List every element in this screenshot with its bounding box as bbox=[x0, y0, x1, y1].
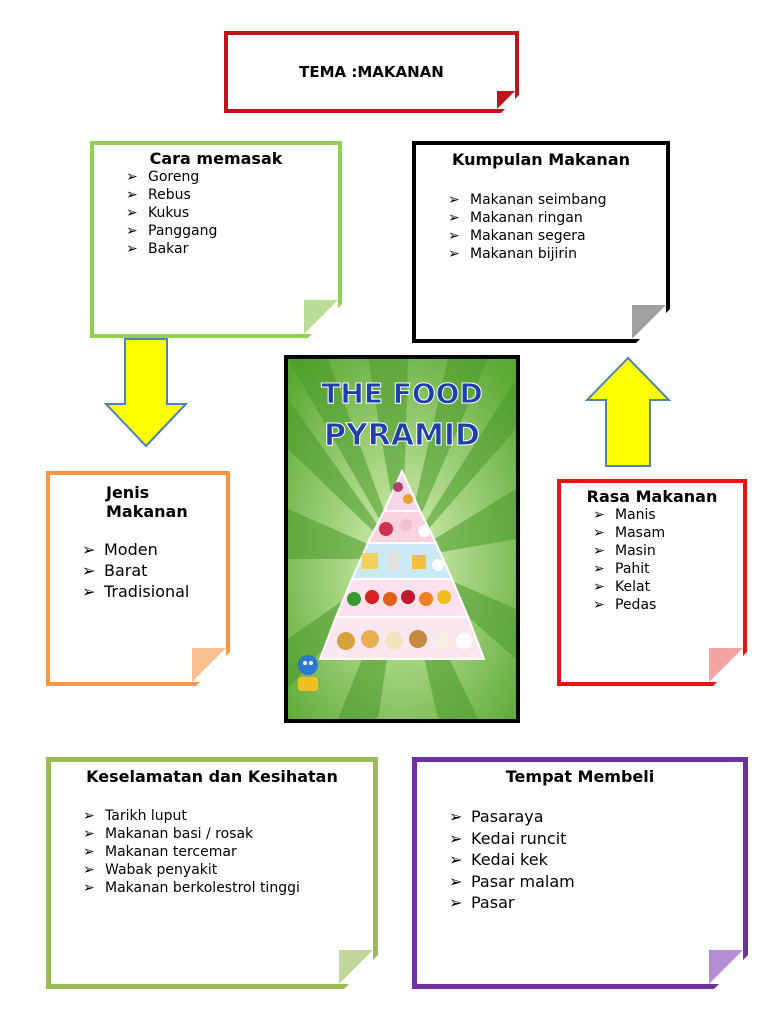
food-groups-card: Kumpulan Makanan Makanan seimbang Makana… bbox=[412, 141, 670, 343]
list-item: Pasaraya bbox=[449, 806, 743, 828]
list-item: Manis bbox=[593, 506, 743, 524]
safety-health-title: Keselamatan dan Kesihatan bbox=[86, 767, 338, 786]
food-taste-list: Manis Masam Masin Pahit Kelat Pedas bbox=[593, 506, 743, 614]
list-item: Tradisional bbox=[82, 581, 226, 602]
safety-health-list: Tarikh luput Makanan basi / rosak Makana… bbox=[83, 807, 373, 897]
theme-title: TEMA :MAKANAN bbox=[299, 63, 444, 81]
list-item: Tarikh luput bbox=[83, 807, 373, 825]
list-item: Kelat bbox=[593, 578, 743, 596]
food-types-list: Moden Barat Tradisional bbox=[82, 539, 226, 602]
pyramid-graphic bbox=[318, 468, 486, 660]
food-taste-card-fold bbox=[709, 648, 743, 682]
list-item: Makanan basi / rosak bbox=[83, 825, 373, 843]
list-item: Pahit bbox=[593, 560, 743, 578]
arrow-up-icon bbox=[585, 356, 671, 467]
list-item: Pasar malam bbox=[449, 871, 743, 893]
list-item: Barat bbox=[82, 560, 226, 581]
food-taste-title: Rasa Makanan bbox=[586, 487, 718, 506]
list-item: Pasar bbox=[449, 892, 743, 914]
places-to-buy-list: Pasaraya Kedai runcit Kedai kek Pasar ma… bbox=[449, 806, 743, 914]
list-item: Panggang bbox=[126, 222, 338, 240]
list-item: Wabak penyakit bbox=[83, 861, 373, 879]
food-groups-title: Kumpulan Makanan bbox=[452, 150, 630, 169]
cooking-methods-card: Cara memasak Goreng Rebus Kukus Panggang… bbox=[90, 141, 342, 338]
food-groups-list: Makanan seimbang Makanan ringan Makanan … bbox=[448, 191, 666, 263]
list-item: Rebus bbox=[126, 186, 338, 204]
food-types-title: Jenis Makanan bbox=[106, 483, 188, 521]
food-types-card: Jenis Makanan Moden Barat Tradisional bbox=[46, 471, 230, 686]
list-item: Makanan tercemar bbox=[83, 843, 373, 861]
list-item: Goreng bbox=[126, 168, 338, 186]
food-taste-card: Rasa Makanan Manis Masam Masin Pahit Kel… bbox=[557, 479, 747, 686]
theme-card-fold bbox=[497, 91, 515, 109]
list-item: Makanan ringan bbox=[448, 209, 666, 227]
food-groups-card-fold bbox=[632, 305, 666, 339]
cooking-methods-list: Goreng Rebus Kukus Panggang Bakar bbox=[126, 168, 338, 258]
poster-title-line2: PYRAMID bbox=[324, 418, 480, 453]
list-item: Pedas bbox=[593, 596, 743, 614]
places-to-buy-card-fold bbox=[709, 950, 743, 984]
safety-health-card: Keselamatan dan Kesihatan Tarikh luput M… bbox=[46, 757, 378, 989]
places-to-buy-title: Tempat Membeli bbox=[505, 767, 655, 786]
places-to-buy-card: Tempat Membeli Pasaraya Kedai runcit Ked… bbox=[412, 757, 748, 989]
list-item: Kukus bbox=[126, 204, 338, 222]
list-item: Makanan segera bbox=[448, 227, 666, 245]
food-pyramid-poster: THE FOOD PYRAMID bbox=[284, 355, 520, 723]
list-item: Bakar bbox=[126, 240, 338, 258]
poster-title-line1: THE FOOD bbox=[321, 377, 482, 410]
list-item: Masam bbox=[593, 524, 743, 542]
cooking-methods-card-fold bbox=[304, 300, 338, 334]
safety-health-card-fold bbox=[339, 950, 373, 984]
cooking-methods-title: Cara memasak bbox=[149, 149, 283, 168]
theme-card: TEMA :MAKANAN bbox=[224, 31, 519, 113]
poster-logo bbox=[298, 655, 318, 691]
arrow-down-icon bbox=[104, 338, 188, 448]
list-item: Moden bbox=[82, 539, 226, 560]
list-item: Masin bbox=[593, 542, 743, 560]
food-types-card-fold bbox=[192, 648, 226, 682]
list-item: Kedai kek bbox=[449, 849, 743, 871]
list-item: Makanan berkolestrol tinggi bbox=[83, 879, 373, 897]
list-item: Makanan bijirin bbox=[448, 245, 666, 263]
list-item: Makanan seimbang bbox=[448, 191, 666, 209]
list-item: Kedai runcit bbox=[449, 828, 743, 850]
